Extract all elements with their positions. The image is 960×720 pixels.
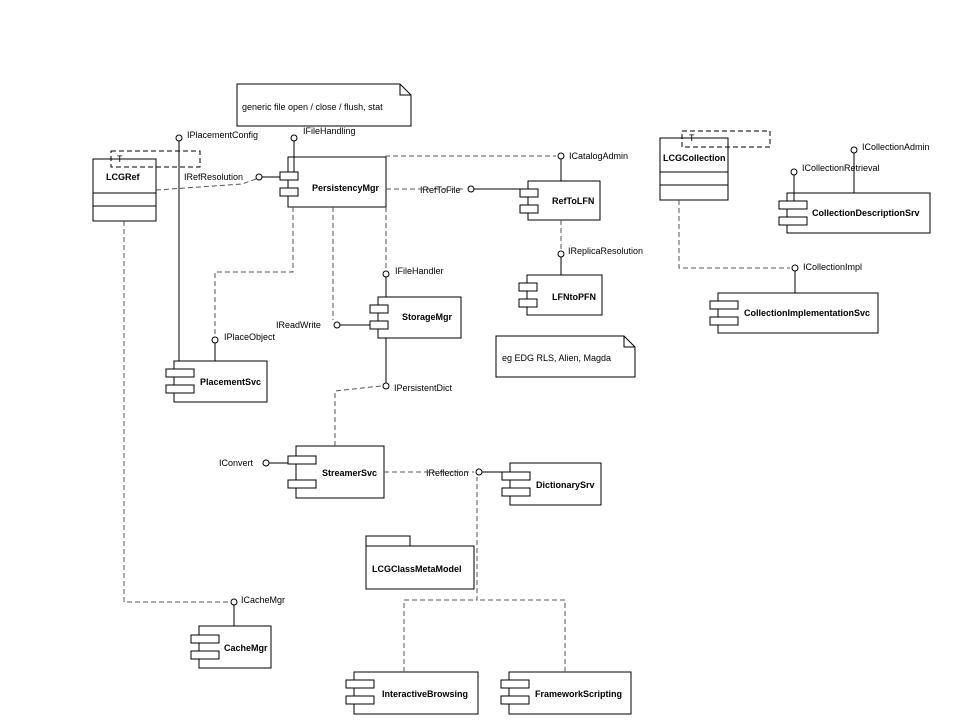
component-reftolfn: RefToLFN bbox=[519, 180, 601, 221]
component-persistencymgr-name: PersistencyMgr bbox=[312, 183, 380, 193]
class-lcgref-template-param: T bbox=[110, 150, 201, 168]
note-catalog-implementations-text: eg EDG RLS, Alien, Magda bbox=[502, 353, 611, 363]
component-interactivebrowsing: InteractiveBrowsing bbox=[345, 671, 479, 715]
interface-icollectionretrieval: ICollectionRetrieval bbox=[790, 163, 880, 201]
class-lcgcollection-template-param: T bbox=[681, 130, 771, 148]
component-interactivebrowsing-name: InteractiveBrowsing bbox=[382, 689, 468, 699]
component-collectiondescriptionsrv: CollectionDescriptionSrv bbox=[778, 192, 931, 234]
svg-text:IReflection: IReflection bbox=[426, 468, 469, 478]
svg-text:IPlaceObject: IPlaceObject bbox=[224, 332, 276, 342]
component-storagemgr: StorageMgr bbox=[369, 296, 462, 339]
interface-icollectionadmin: ICollectionAdmin bbox=[850, 142, 930, 193]
interface-irefresolution: IRefResolution bbox=[184, 172, 280, 182]
class-lcgref-name: LCGRef bbox=[106, 172, 141, 182]
component-cachemgr: CacheMgr bbox=[190, 625, 272, 669]
svg-text:IRefResolution: IRefResolution bbox=[184, 172, 243, 182]
component-dictionarysrv-name: DictionarySrv bbox=[536, 480, 595, 490]
package-lcgclassmetamodel-name: LCGClassMetaModel bbox=[372, 564, 462, 574]
class-lcgref: LCGRef bbox=[92, 158, 157, 222]
component-lfntopfn: LFNtoPFN bbox=[518, 274, 603, 316]
svg-text:IPlacementConfig: IPlacementConfig bbox=[187, 130, 258, 140]
component-dictionarysrv: DictionarySrv bbox=[501, 462, 602, 506]
interface-icollectionimpl: ICollectionImpl bbox=[791, 262, 862, 293]
component-lfntopfn-name: LFNtoPFN bbox=[552, 292, 596, 302]
svg-text:ICacheMgr: ICacheMgr bbox=[241, 595, 285, 605]
component-storagemgr-name: StorageMgr bbox=[402, 312, 453, 322]
component-streamersvc: StreamerSvc bbox=[287, 445, 385, 499]
component-frameworkscripting-name: FrameworkScripting bbox=[535, 689, 622, 699]
svg-text:ICatalogAdmin: ICatalogAdmin bbox=[569, 151, 628, 161]
interface-icachemgr: ICacheMgr bbox=[230, 595, 285, 626]
interface-iconvert: IConvert bbox=[219, 458, 288, 468]
package-lcgclassmetamodel: LCGClassMetaModel bbox=[365, 535, 475, 590]
svg-text:ICollectionRetrieval: ICollectionRetrieval bbox=[802, 163, 880, 173]
component-persistencymgr: PersistencyMgr bbox=[279, 156, 387, 208]
component-placementsvc: PlacementSvc bbox=[165, 360, 268, 403]
dependency-lcgcollection-to-icollectionimpl bbox=[678, 200, 790, 269]
interface-ireplicaresolution: IReplicaResolution bbox=[557, 246, 643, 275]
component-frameworkscripting: FrameworkScripting bbox=[500, 671, 632, 715]
svg-text:T: T bbox=[117, 154, 123, 164]
svg-text:ICollectionImpl: ICollectionImpl bbox=[803, 262, 862, 272]
component-cachemgr-name: CacheMgr bbox=[224, 643, 268, 653]
interface-icatalogadmin: ICatalogAdmin bbox=[557, 151, 628, 181]
dependency-persistencymgr-to-icatalogadmin bbox=[385, 155, 556, 157]
dependency-streamersvc-to-ipersistentdict bbox=[334, 385, 382, 446]
svg-text:IFileHandler: IFileHandler bbox=[395, 266, 444, 276]
component-placementsvc-name: PlacementSvc bbox=[200, 377, 261, 387]
component-collectionimplementationsvc-name: CollectionImplementationSvc bbox=[744, 308, 870, 318]
dependency-persistencymgr-to-iplaceobject bbox=[214, 207, 294, 335]
component-reftolfn-name: RefToLFN bbox=[552, 196, 594, 206]
interface-ipersistentdict: IPersistentDict bbox=[382, 338, 453, 393]
component-collectiondescriptionsrv-name: CollectionDescriptionSrv bbox=[812, 208, 920, 218]
svg-text:IReplicaResolution: IReplicaResolution bbox=[568, 246, 643, 256]
interface-iplaceobject: IPlaceObject bbox=[211, 332, 276, 361]
class-lcgcollection: LCGCollection bbox=[659, 137, 729, 201]
interface-ireflection: IReflection bbox=[426, 468, 502, 478]
component-collectionimplementationsvc: CollectionImplementationSvc bbox=[709, 292, 879, 334]
note-catalog-implementations: eg EDG RLS, Alien, Magda bbox=[495, 335, 636, 378]
component-streamersvc-name: StreamerSvc bbox=[322, 468, 377, 478]
note-file-operations-text: generic file open / close / flush, stat bbox=[242, 102, 383, 112]
svg-text:IReadWrite: IReadWrite bbox=[276, 320, 321, 330]
svg-text:IConvert: IConvert bbox=[219, 458, 254, 468]
dependency-lcgref-to-icachemgr bbox=[123, 221, 229, 603]
svg-text:IFileHandling: IFileHandling bbox=[303, 126, 356, 136]
interface-ireadwrite: IReadWrite bbox=[276, 320, 370, 330]
interface-iplacementconfig: IPlacementConfig bbox=[175, 130, 258, 361]
svg-text:IRefToFile: IRefToFile bbox=[420, 185, 461, 195]
dependency-browsing-scripting-to-ireflection bbox=[403, 477, 566, 672]
note-file-operations: generic file open / close / flush, stat bbox=[236, 83, 412, 127]
svg-text:ICollectionAdmin: ICollectionAdmin bbox=[862, 142, 930, 152]
interface-ireftofile: IRefToFile bbox=[420, 185, 520, 195]
class-lcgcollection-name: LCGCollection bbox=[663, 153, 726, 163]
interface-ifilehandler: IFileHandler bbox=[382, 266, 444, 297]
svg-text:IPersistentDict: IPersistentDict bbox=[394, 383, 453, 393]
dependency-lcgref-to-irefresolution bbox=[155, 178, 257, 191]
svg-text:T: T bbox=[689, 133, 695, 143]
interface-ifilehandling: IFileHandling bbox=[290, 126, 356, 172]
